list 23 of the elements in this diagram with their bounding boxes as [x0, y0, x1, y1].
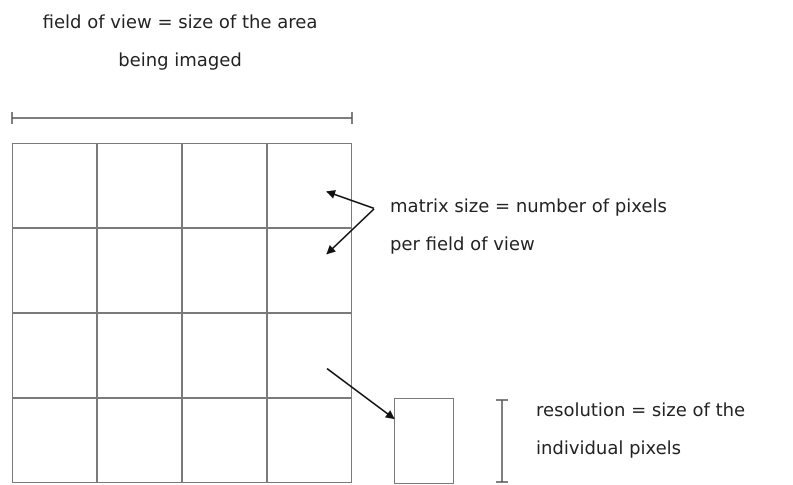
- grid-cell: [267, 228, 352, 313]
- grid-cell: [182, 313, 267, 398]
- grid-cell: [182, 398, 267, 483]
- grid-cell: [267, 313, 352, 398]
- annotation-text: field of view = size of the area being imaged: [42, 11, 318, 73]
- grid-cell: [97, 143, 182, 228]
- annotation-text: resolution = size of the individual pixels: [536, 399, 746, 461]
- callout-text: matrix size = number of pixels per field of view: [390, 188, 675, 264]
- grid-cell: [182, 143, 267, 228]
- arrow: [326, 208, 375, 254]
- grid-cell: [267, 143, 352, 228]
- grid-cell: [12, 143, 97, 228]
- grid-cell: [97, 228, 182, 313]
- grid-cell: [182, 228, 267, 313]
- grid-cell: [97, 398, 182, 483]
- grid-cell: [12, 398, 97, 483]
- arrow: [326, 190, 374, 210]
- pixel-square: [394, 398, 454, 484]
- grid-cell: [267, 398, 352, 483]
- grid-cell: [12, 313, 97, 398]
- grid-cell: [12, 228, 97, 313]
- grid-cell: [97, 313, 182, 398]
- arrow: [326, 368, 395, 420]
